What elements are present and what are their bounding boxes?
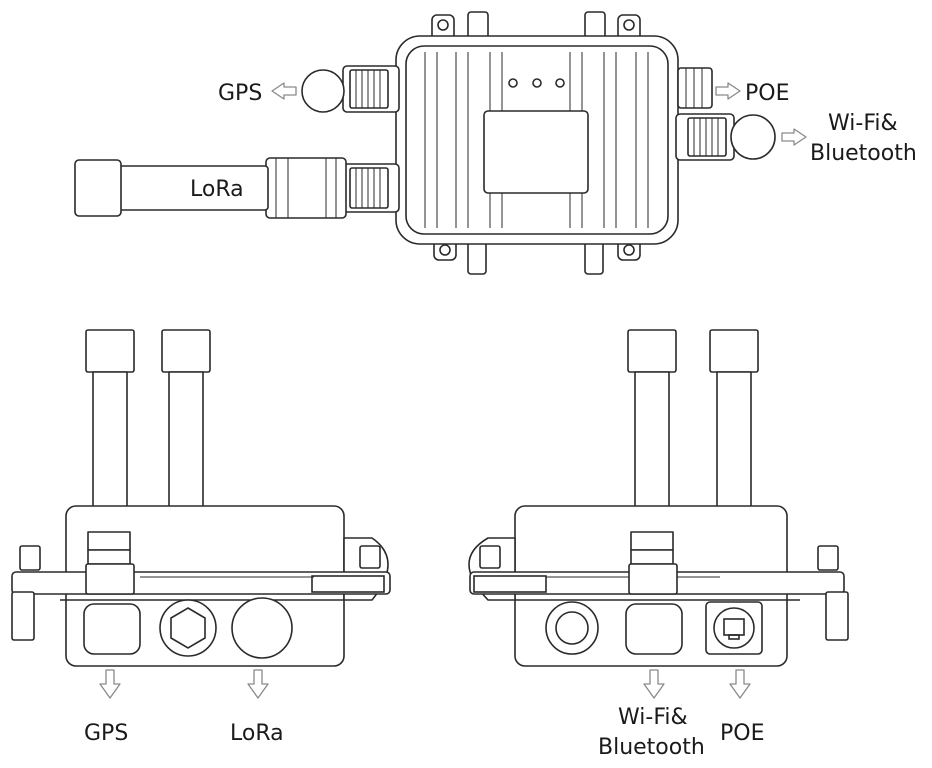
poe-arrow-top [715, 82, 741, 100]
gps-arrow-top [271, 82, 297, 100]
left-gps-connector [83, 603, 141, 655]
right-wifi-connector [625, 603, 683, 655]
right-poe-port [705, 601, 763, 655]
top-wifi-label-1: Wi-Fi& [828, 111, 898, 136]
led-1 [508, 78, 518, 88]
right-round-connector [545, 601, 599, 655]
top-view: GPS LoRa POE [74, 11, 917, 275]
left-antenna-tube-2 [168, 371, 204, 511]
left-gps-label: GPS [84, 721, 128, 746]
wifi-arrow-top [781, 128, 807, 146]
right-wifi-label-1: Wi-Fi& [618, 705, 688, 730]
top-wifi-label-2: Bluetooth [810, 141, 917, 166]
right-mast-ring-1 [630, 531, 674, 551]
left-lora-arrow [247, 669, 269, 699]
top-poe-label: POE [745, 81, 789, 106]
right-wifi-arrow [643, 669, 665, 699]
right-antenna-cap-1 [627, 329, 677, 373]
mount-tab-top-left [467, 11, 489, 39]
mount-tab-top-right [584, 11, 606, 39]
right-side-view: Wi-Fi& Bluetooth POE [468, 329, 849, 760]
led-2 [532, 78, 542, 88]
left-mast-ring-1 [87, 531, 131, 551]
left-clamp [11, 591, 35, 641]
enclosure-inner [405, 45, 669, 235]
left-side-view: GPS LoRa [11, 329, 391, 746]
heat-fins [424, 52, 649, 228]
right-poe-arrow [729, 669, 751, 699]
lora-antenna-top [74, 157, 400, 219]
label-panel [483, 110, 589, 194]
top-lora-label: LoRa [190, 177, 244, 202]
top-gps-label: GPS [218, 81, 262, 106]
left-hex-plug [159, 599, 217, 657]
led-3 [555, 78, 565, 88]
wifi-connector-top [675, 113, 776, 161]
left-lora-label: LoRa [230, 721, 284, 746]
left-antenna-cap-1 [85, 329, 135, 373]
right-clamp [825, 591, 849, 641]
right-antenna-cap-2 [709, 329, 759, 373]
gps-connector-top [301, 65, 400, 113]
right-antenna-tube-2 [716, 371, 752, 511]
left-gps-arrow [99, 669, 121, 699]
poe-connector-top [677, 67, 713, 109]
left-antenna-cap-2 [161, 329, 211, 373]
right-wifi-label-2: Bluetooth [598, 735, 705, 760]
left-lora-connector [231, 597, 293, 659]
right-poe-label: POE [720, 721, 764, 746]
